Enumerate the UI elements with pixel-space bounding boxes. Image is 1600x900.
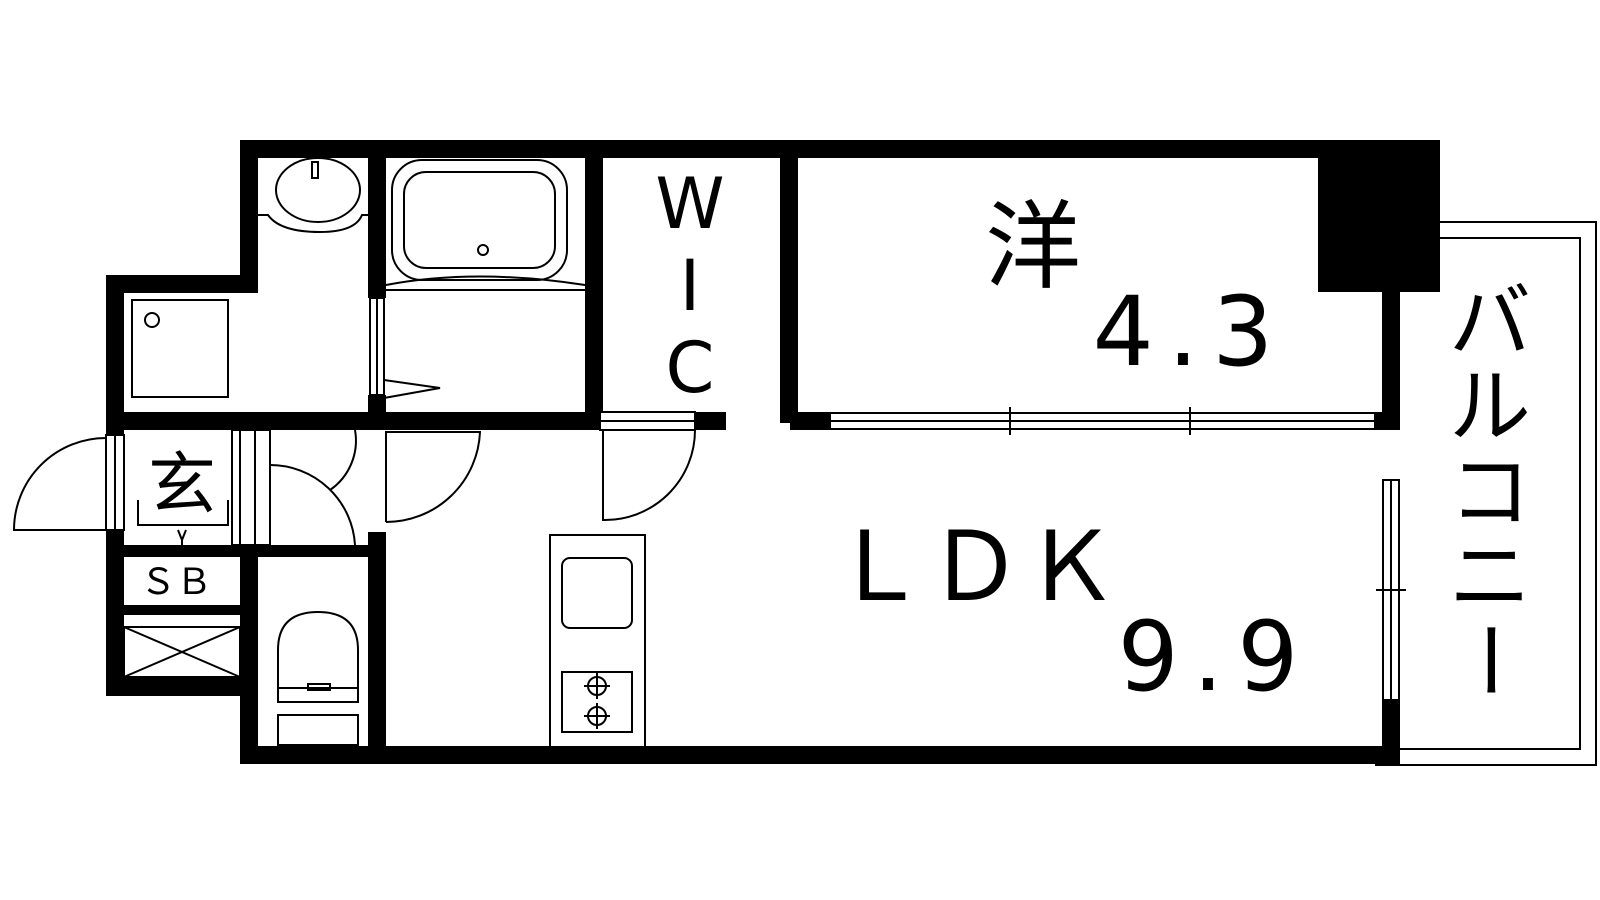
- washing-machine-pan: [131, 299, 229, 398]
- entrance-door[interactable]: [12, 434, 125, 531]
- ldk-size: 9.9: [1118, 601, 1313, 713]
- balcony-label: バ ル コ ニ ー: [1440, 275, 1535, 701]
- wic-letter-i: I: [680, 245, 701, 327]
- western-room-kanji: 洋: [985, 191, 1081, 303]
- interior-walls: [106, 158, 1400, 752]
- balcony-char-4: ニ: [1449, 530, 1531, 625]
- toilet: [277, 610, 359, 746]
- balcony-char-1: バ: [1449, 275, 1531, 370]
- balcony-area: [1375, 221, 1597, 766]
- kitchen-counter: [549, 534, 646, 748]
- storage-box: [123, 626, 241, 678]
- entrance-step: [137, 429, 241, 548]
- shoe-box-label: ＳＢ: [140, 562, 212, 603]
- balcony-char-3: コ: [1449, 445, 1531, 540]
- entrance-label: 玄: [148, 446, 216, 525]
- wic-letter-c: C: [666, 327, 715, 409]
- wash-basin: [258, 157, 368, 234]
- balcony-window[interactable]: [1376, 479, 1406, 701]
- balcony-char-2: ル: [1449, 360, 1531, 455]
- sliding-door-western[interactable]: [829, 407, 1376, 435]
- wic-letter-w: W: [655, 163, 724, 245]
- western-room-size: 4.3: [1093, 276, 1288, 388]
- outer-walls: [106, 140, 1440, 764]
- interior-doors[interactable]: [239, 297, 696, 546]
- structural-column: [1318, 140, 1440, 292]
- balcony-char-5: ー: [1440, 619, 1535, 701]
- ldk-label: ＬＤＫ: [831, 511, 1119, 623]
- bathtub: [385, 159, 586, 291]
